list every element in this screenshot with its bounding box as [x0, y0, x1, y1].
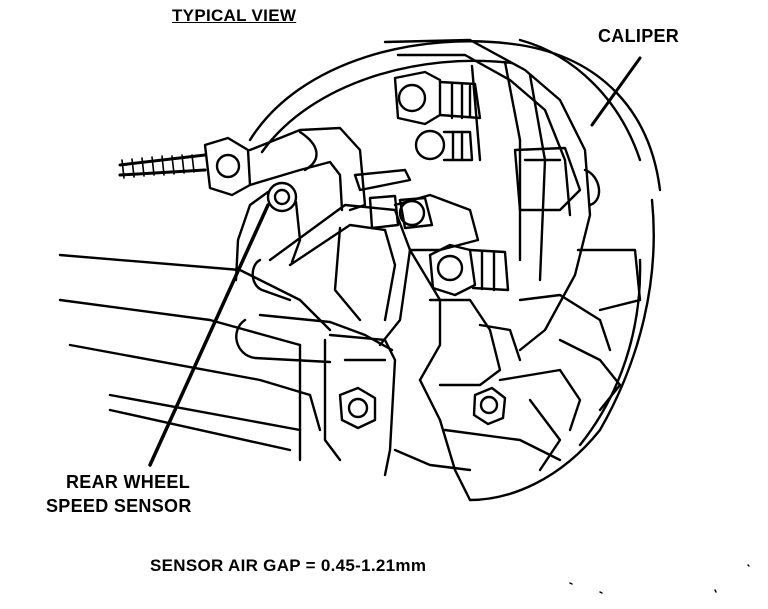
hub-bolt — [472, 386, 507, 426]
caliper-bolt-middle — [414, 129, 474, 162]
caliper-leader-line — [590, 56, 642, 127]
caliper-label: CALIPER — [598, 26, 680, 46]
bracket-bolt — [338, 386, 377, 430]
brake-hose — [118, 126, 412, 212]
caliper-body — [383, 38, 642, 412]
scan-specks — [569, 564, 750, 594]
knuckle-bracket — [251, 193, 522, 387]
air-gap-spec: SENSOR AIR GAP = 0.45-1.21mm — [150, 556, 427, 575]
caliper-bolt-upper — [393, 70, 482, 126]
trailing-arm — [58, 253, 397, 477]
diagram-title: TYPICAL VIEW — [172, 6, 297, 25]
sensor-label-line2: SPEED SENSOR — [46, 496, 192, 516]
speed-sensor — [234, 181, 302, 282]
sensor-label-line1: REAR WHEEL — [66, 472, 190, 492]
lower-rotor — [393, 368, 582, 502]
sensor-leader-line — [148, 203, 270, 467]
caliper-bolt-lower — [428, 243, 510, 297]
